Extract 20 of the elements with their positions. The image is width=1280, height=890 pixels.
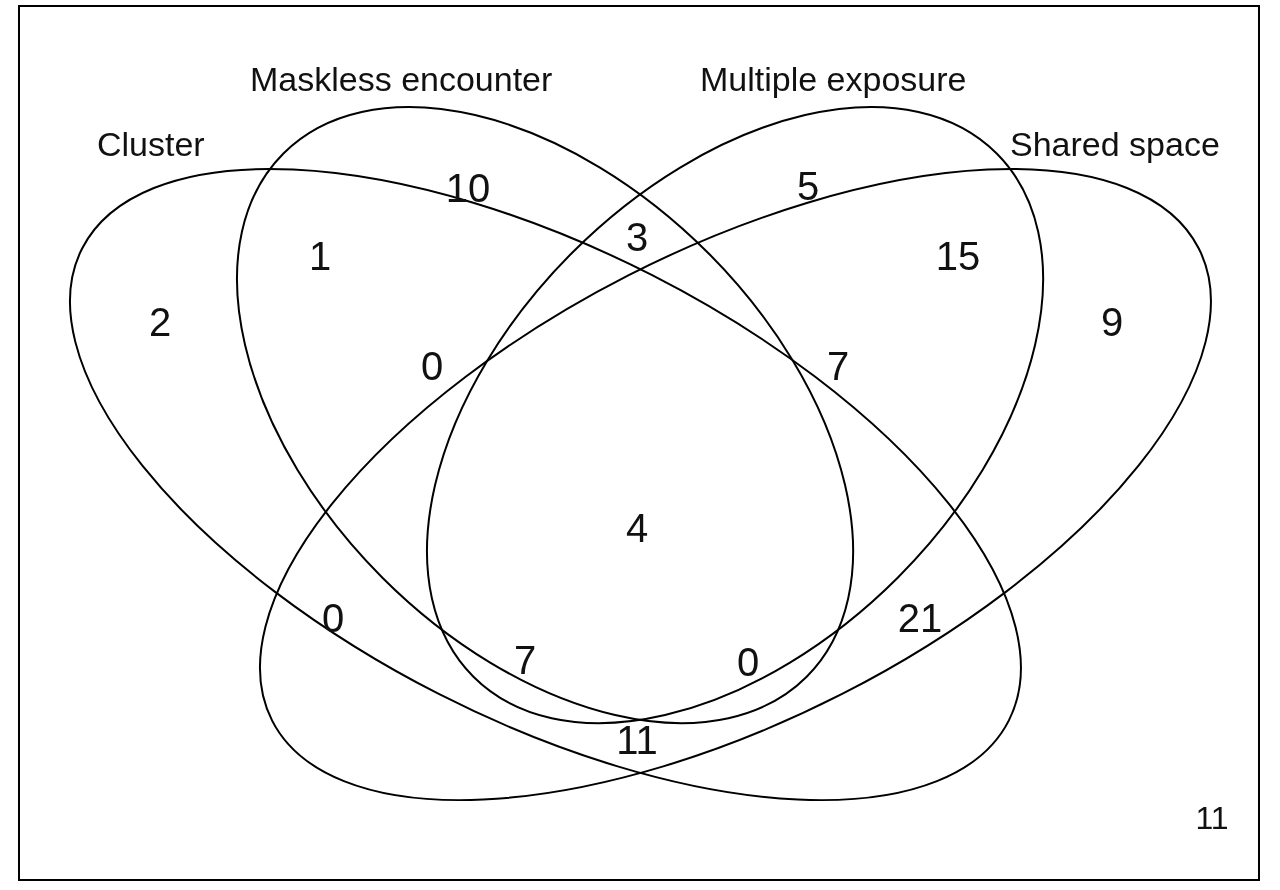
region-count: 9 (1100, 299, 1124, 345)
region-count: 7 (826, 343, 850, 389)
set-name: Multiple exposure (700, 60, 967, 99)
region-count: 0 (420, 343, 444, 389)
region-count: 21 (897, 595, 943, 641)
outside-count: 11 (1195, 799, 1229, 837)
region-count: 1 (308, 233, 332, 279)
set-name: Cluster (97, 125, 205, 164)
region-count: 11 (616, 717, 658, 763)
region-count: 15 (935, 233, 981, 279)
region-count: 0 (736, 639, 760, 685)
region-count: 0 (321, 595, 345, 641)
region-count: 3 (625, 214, 649, 260)
set-name: Shared space (1010, 125, 1220, 164)
region-count: 10 (445, 165, 491, 211)
set-name: Maskless encounter (250, 60, 553, 99)
region-count: 2 (148, 299, 172, 345)
region-count: 5 (796, 163, 820, 209)
region-count: 7 (513, 637, 537, 683)
region-count: 4 (625, 505, 649, 551)
